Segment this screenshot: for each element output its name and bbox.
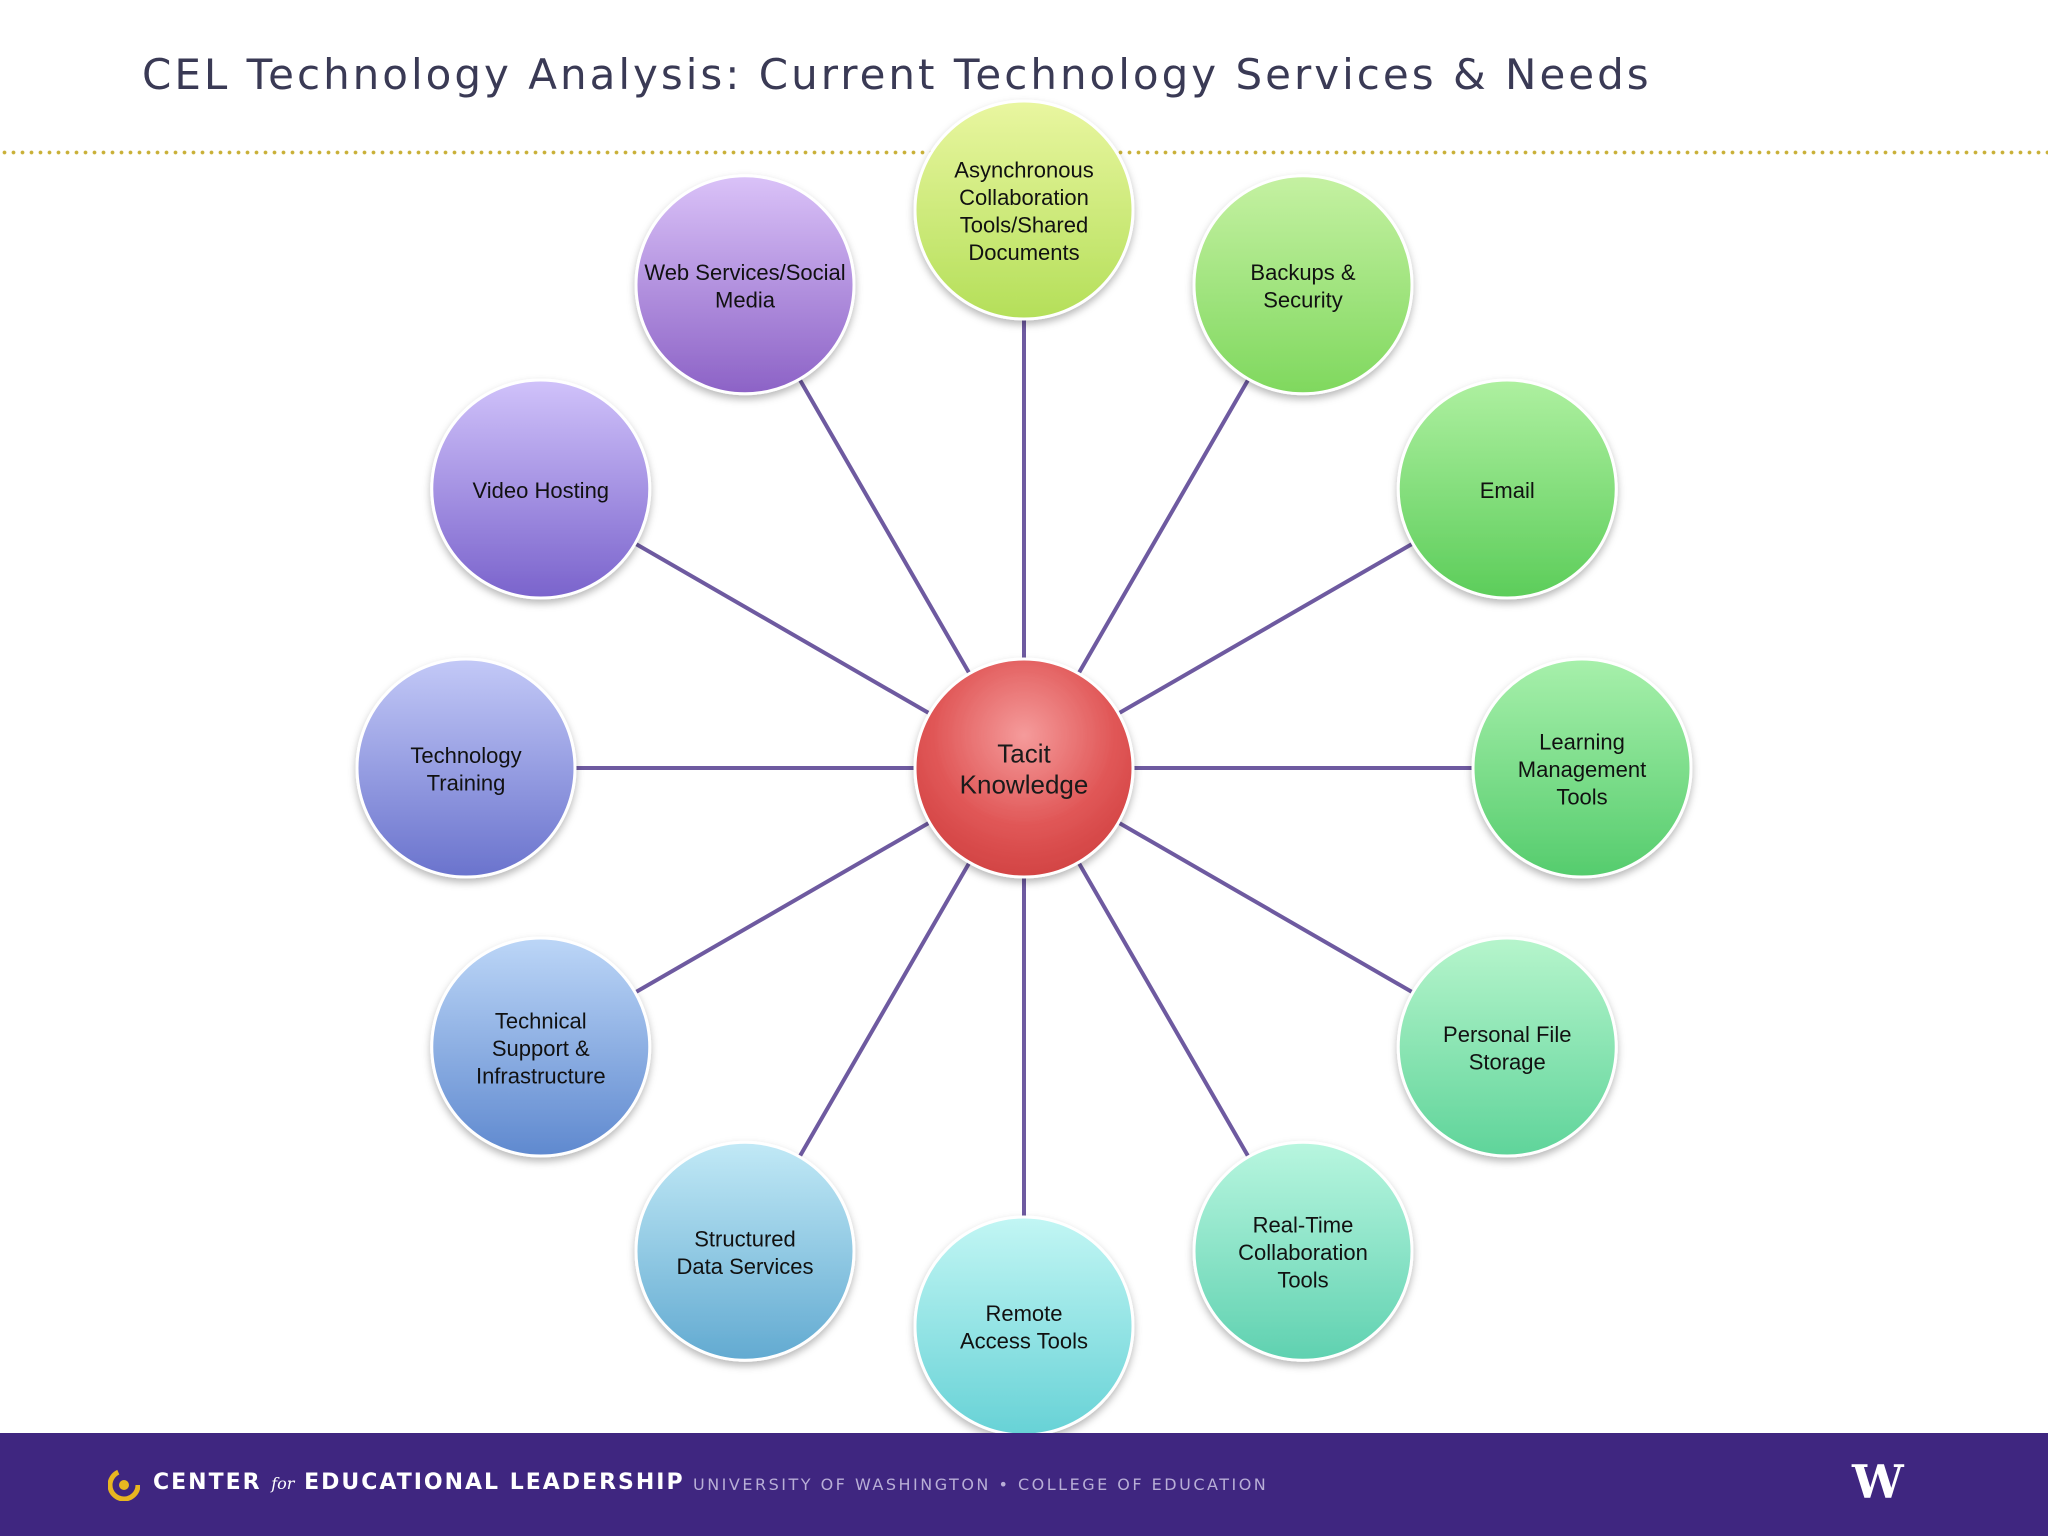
logo-text-center: CENTER (153, 1470, 262, 1495)
node-circle (430, 936, 652, 1158)
node-circle (913, 99, 1135, 321)
node-circle (355, 657, 577, 879)
logo-text-for: for (271, 1474, 295, 1493)
node-circle (634, 174, 856, 396)
node-circle (634, 1140, 856, 1362)
node-circle (1396, 936, 1618, 1158)
university-text: UNIVERSITY OF WASHINGTON • COLLEGE OF ED… (693, 1475, 1269, 1494)
node-label: Video Hosting (472, 478, 609, 503)
cel-logo-text: CENTER for EDUCATIONAL LEADERSHIP (153, 1470, 685, 1495)
center-circle (913, 657, 1135, 879)
page-title: CEL Technology Analysis: Current Technol… (142, 50, 1652, 99)
node-label: Email (1480, 478, 1535, 503)
node-email: Email (1396, 378, 1618, 600)
node-circle (1396, 378, 1618, 600)
node-circle (1192, 1140, 1414, 1362)
node-backups-security: Backups &Security (1192, 174, 1414, 396)
uw-logo-icon: W (1852, 1455, 1904, 1509)
logo-text-educational-leadership: EDUCATIONAL LEADERSHIP (304, 1470, 685, 1495)
cel-logo-icon (108, 1469, 140, 1501)
footer-bar: CENTER for EDUCATIONAL LEADERSHIP UNIVER… (0, 1433, 2048, 1536)
node-circle (1471, 657, 1693, 879)
node-circle (430, 378, 652, 600)
node-label: Backups &Security (1250, 260, 1355, 313)
node-video-hosting: Video Hosting (430, 378, 652, 600)
node-circle (1192, 174, 1414, 396)
